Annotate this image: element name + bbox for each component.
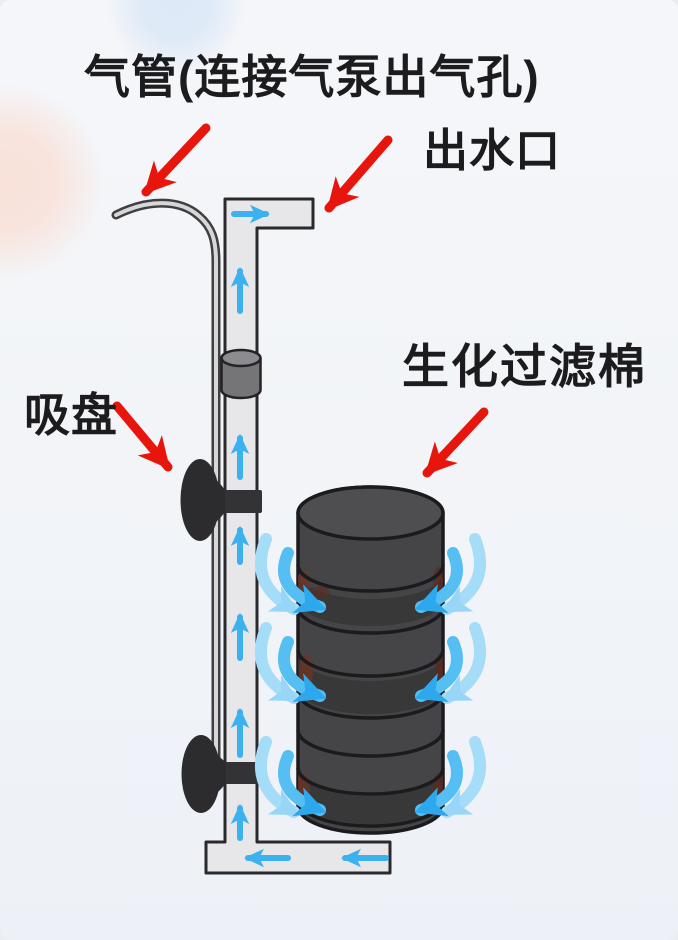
label-bio-filter-sponge: 生化过滤棉 <box>402 340 647 393</box>
pointer-arrow-sponge <box>422 407 489 478</box>
pointer-arrow-suction-cup <box>112 401 173 472</box>
pointer-arrow-outlet <box>324 135 393 213</box>
label-suction-cup: 吸盘 <box>24 389 118 441</box>
suction-cup-lower <box>181 735 263 813</box>
suction-cup-upper <box>180 459 262 541</box>
pointer-arrow-air-hose <box>141 123 211 197</box>
pipe-coupling-sleeve <box>220 348 262 400</box>
pointer-arrows <box>112 123 489 478</box>
intake-swirl-arrows <box>254 533 487 818</box>
air-hose <box>111 198 221 765</box>
label-air-hose: 气管(连接气泵出气孔) <box>84 51 540 103</box>
water-flow-arrows <box>230 204 389 868</box>
bio-sponge-stack <box>296 485 445 835</box>
label-water-outlet: 出水口 <box>423 125 562 176</box>
